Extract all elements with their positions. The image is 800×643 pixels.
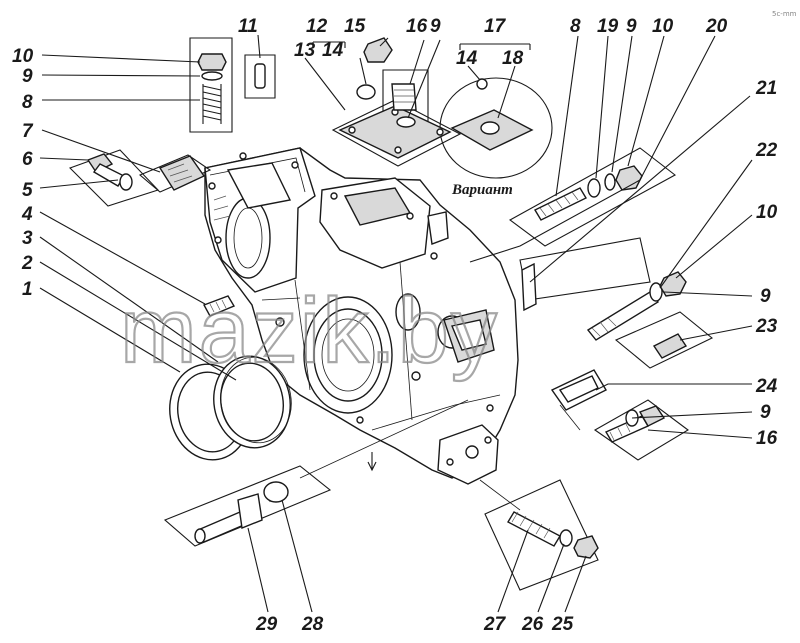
- callout-24: 24: [755, 376, 778, 397]
- callout-14-variant: 14: [456, 48, 478, 69]
- callout-16-top: 16: [406, 16, 428, 37]
- callout-5: 5: [22, 180, 33, 201]
- callout-10-top: 10: [12, 46, 34, 67]
- loose-parts: [86, 37, 688, 559]
- callout-10-mid: 10: [756, 202, 778, 223]
- callout-11: 11: [238, 16, 258, 37]
- callout-18: 18: [502, 48, 524, 69]
- callout-23: 23: [755, 316, 778, 337]
- callout-26: 26: [521, 614, 544, 635]
- callout-29: 29: [255, 614, 278, 635]
- callout-9-low: 9: [760, 402, 771, 423]
- callout-7: 7: [22, 121, 34, 142]
- callout-21: 21: [755, 78, 777, 99]
- callout-14-left: 14: [322, 40, 344, 61]
- housing: [204, 147, 519, 485]
- variant-caption: Вариант: [451, 182, 513, 198]
- callout-9-plate: 9: [430, 16, 441, 37]
- callout-25: 25: [551, 614, 574, 635]
- callout-12: 12: [306, 16, 328, 37]
- callout-28: 28: [301, 614, 324, 635]
- callout-8-top: 8: [22, 92, 33, 113]
- corner-mark: 5c-mm: [772, 10, 797, 18]
- callout-9-right: 9: [626, 16, 637, 37]
- callout-numbers: 10 9 8 7 6 5 4 3 2 1 11 12 13 14 15 16 9…: [12, 16, 778, 635]
- leader-lines: [39, 34, 753, 613]
- callout-3: 3: [22, 228, 33, 249]
- callout-19: 19: [597, 16, 619, 37]
- seal-rings: [169, 355, 292, 461]
- callout-8-right: 8: [570, 16, 581, 37]
- callout-13: 13: [294, 40, 316, 61]
- callout-15: 15: [344, 16, 366, 37]
- callout-1: 1: [22, 279, 33, 300]
- callout-20: 20: [705, 16, 728, 37]
- callout-9-top: 9: [22, 66, 33, 87]
- callout-17: 17: [484, 16, 507, 37]
- callout-27: 27: [483, 614, 507, 635]
- callout-16-low: 16: [756, 428, 778, 449]
- watermark-text: mazik.by: [120, 280, 499, 382]
- callout-9-mid: 9: [760, 286, 771, 307]
- callout-6: 6: [22, 149, 33, 170]
- callout-22: 22: [755, 140, 778, 161]
- callout-4: 4: [21, 204, 33, 225]
- callout-10-right: 10: [652, 16, 674, 37]
- callout-2: 2: [21, 253, 33, 274]
